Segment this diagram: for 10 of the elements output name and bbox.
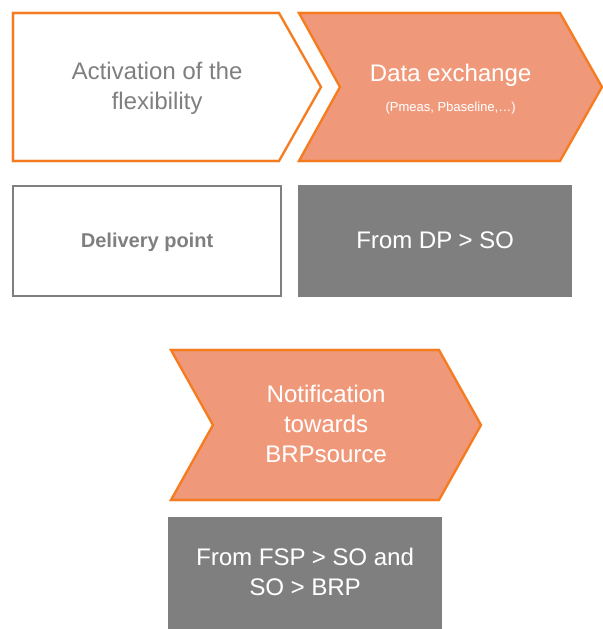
process-box (168, 517, 442, 629)
node-sublabel: (Pmeas, Pbaseline,…) (385, 98, 516, 116)
process-box (298, 185, 572, 297)
node-label: From FSP > SO and SO > BRP (195, 543, 415, 603)
node-label: Activation of the flexibility (70, 57, 244, 117)
node-label: Notification towards BRPsource (264, 380, 388, 470)
process-box (12, 185, 282, 297)
node-label: From DP > SO (356, 226, 514, 256)
node-label: Delivery point (80, 228, 214, 254)
node-label: Data exchange (370, 58, 532, 89)
